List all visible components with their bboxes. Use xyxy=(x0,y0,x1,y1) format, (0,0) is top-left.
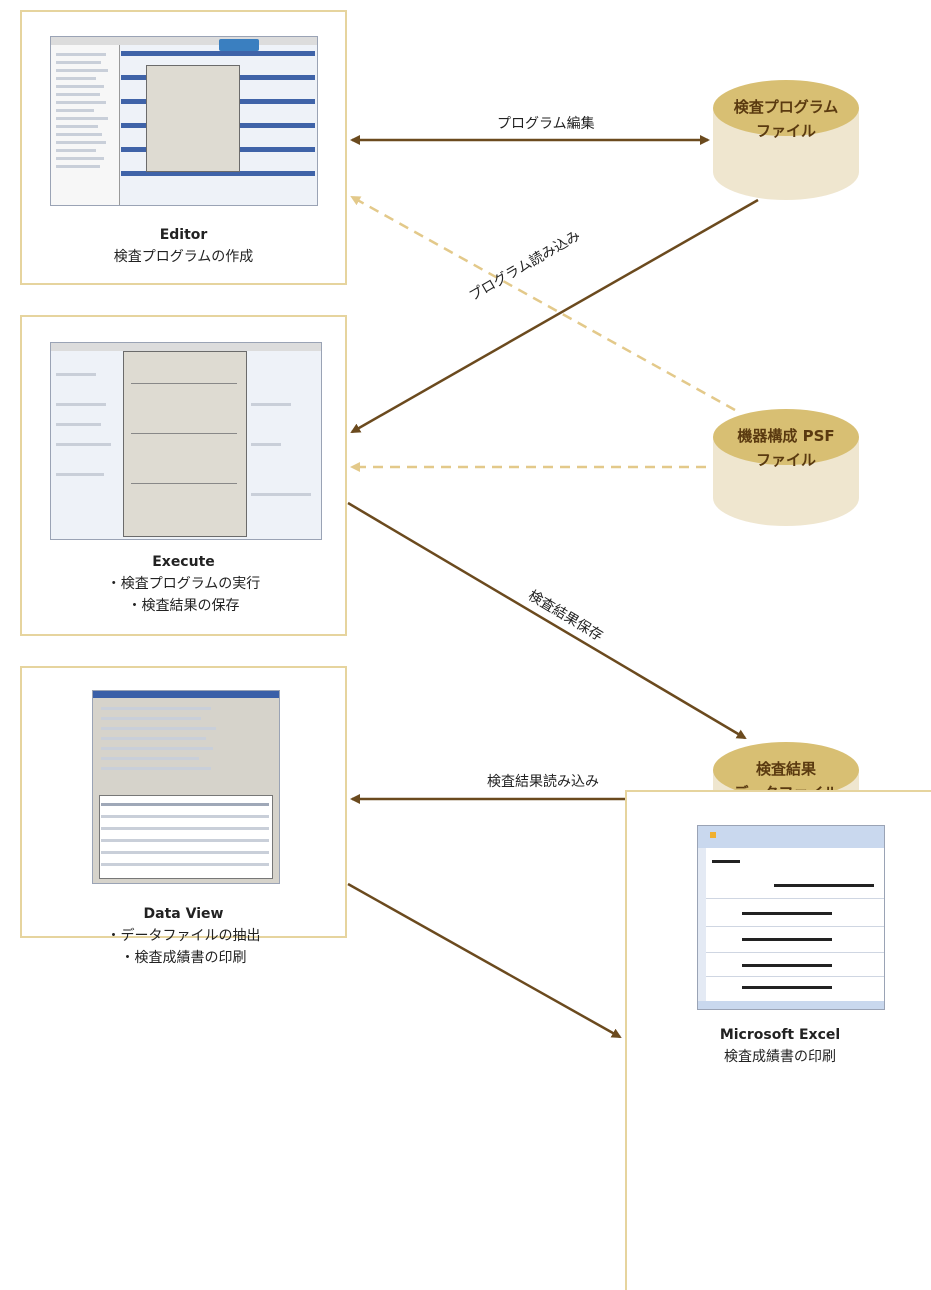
editor-panel: Editor 検査プログラムの作成 xyxy=(20,10,347,285)
psf-to-editor-arrow xyxy=(350,195,736,412)
psf-file-label: 機器構成 PSF ファイル xyxy=(713,424,859,472)
edit-arrow-label: プログラム編集 xyxy=(497,116,595,132)
execute-screenshot xyxy=(50,342,322,540)
program-file-label-line1: 検査プログラム xyxy=(733,98,839,116)
psf-file-label-line1: 機器構成 PSF xyxy=(737,427,835,445)
excel-panel: Microsoft Excel 検査成績書の印刷 xyxy=(625,790,931,1290)
execute-panel: Execute ・検査プログラムの実行 ・検査結果の保存 xyxy=(20,315,347,636)
excel-screenshot xyxy=(697,825,885,1010)
program-file-label: 検査プログラム ファイル xyxy=(713,95,859,143)
excel-title: Microsoft Excel xyxy=(719,1027,841,1043)
dataview-screenshot xyxy=(92,690,280,884)
execute-desc2: ・検査結果の保存 xyxy=(127,598,240,614)
excel-arrow xyxy=(347,882,622,1039)
dataview-panel: Data View ・データファイルの抽出 ・検査成績書の印刷 xyxy=(20,666,347,966)
program-file-label-line2: ファイル xyxy=(755,122,816,140)
editor-desc: 検査プログラムの作成 xyxy=(113,249,254,265)
psf-file-label-line2: ファイル xyxy=(755,451,816,469)
editor-screenshot xyxy=(50,36,318,206)
psf-file-cylinder xyxy=(713,409,859,526)
read-result-arrow-label: 検査結果読み込み xyxy=(487,774,599,790)
save-result-arrow xyxy=(347,501,747,740)
editor-title: Editor xyxy=(159,227,208,243)
result-file-label-line1: 検査結果 xyxy=(755,760,816,778)
execute-desc1: ・検査プログラムの実行 xyxy=(106,576,261,592)
execute-title: Execute xyxy=(152,554,215,570)
dataview-desc1: ・データファイルの抽出 xyxy=(106,928,261,944)
load-program-arrow xyxy=(350,198,759,434)
dataview-title: Data View xyxy=(143,906,224,922)
excel-desc: 検査成績書の印刷 xyxy=(724,1049,836,1065)
dataview-desc2: ・検査成績書の印刷 xyxy=(120,950,247,966)
program-file-cylinder xyxy=(713,80,859,200)
